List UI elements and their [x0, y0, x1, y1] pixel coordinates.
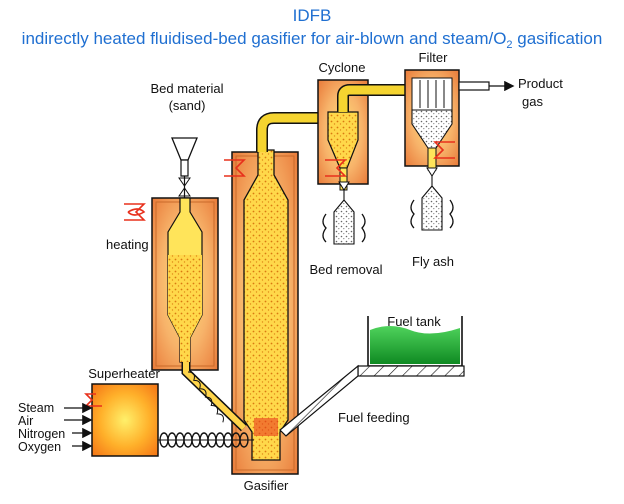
product-gas-pipe [458, 81, 490, 91]
label-bed-material: Bed material [151, 81, 224, 96]
label-superheater: Superheater [88, 366, 160, 381]
heater-flame-icon [124, 203, 146, 221]
label-fuel-feeding: Fuel feeding [338, 410, 410, 425]
diagram-subtitle: indirectly heated fluidised-bed gasifier… [22, 29, 603, 51]
label-gasifier: Gasifier [244, 478, 289, 493]
fuel-feeding-screw [279, 364, 465, 437]
label-bed-removal: Bed removal [310, 262, 383, 277]
heater-flame-icon [325, 159, 347, 177]
label-filter: Filter [419, 50, 449, 65]
label-input-oxygen: Oxygen [18, 440, 61, 454]
label-input-nitrogen: Nitrogen [18, 427, 65, 441]
label-fuel-tank: Fuel tank [387, 314, 441, 329]
gasifier-vessel [231, 149, 299, 475]
diagram-title: IDFB [293, 6, 332, 25]
label-bed-material-sub: (sand) [169, 98, 206, 113]
label-input-steam: Steam [18, 401, 54, 415]
fly-ash-collector [410, 167, 454, 231]
label-heating: heating [106, 237, 149, 252]
label-cyclone: Cyclone [319, 60, 366, 75]
label-input-air: Air [18, 414, 33, 428]
filter-vessel [404, 69, 460, 171]
label-product-gas: Product [518, 76, 563, 91]
heater-flame-icon [433, 141, 455, 159]
label-product-gas-sub: gas [522, 94, 543, 109]
label-fly-ash: Fly ash [412, 254, 454, 269]
heater-flame-icon [224, 159, 246, 177]
heating-vessel [151, 197, 219, 371]
bed-removal-collector [322, 181, 366, 245]
coil-icon [158, 432, 254, 448]
hopper-icon [171, 137, 198, 198]
superheater [91, 383, 159, 457]
gas-pipe [338, 85, 433, 112]
